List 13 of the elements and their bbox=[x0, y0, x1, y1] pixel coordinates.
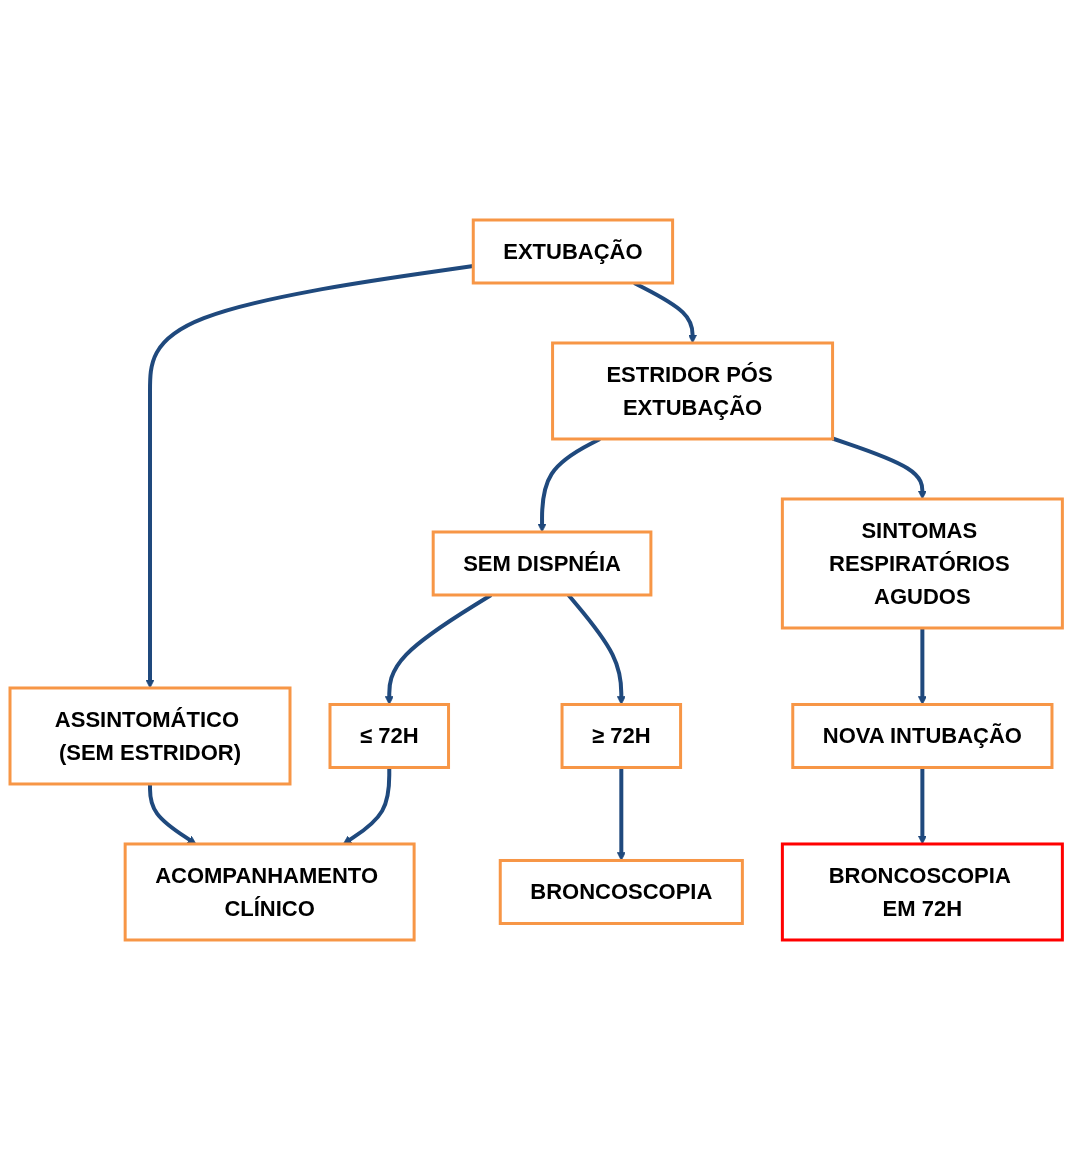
node-box: ACOMPANHAMENTO CLÍNICO bbox=[123, 842, 416, 942]
node-box: BRONCOSCOPIA bbox=[498, 859, 744, 925]
node-box: ESTRIDOR PÓS EXTUBAÇÃO bbox=[550, 341, 834, 441]
node-box: SINTOMAS RESPIRATÓRIOS AGUDOS bbox=[780, 497, 1064, 630]
node-box: BRONCOSCOPIA EM 72H bbox=[780, 842, 1064, 942]
node-box: EXTUBAÇÃO bbox=[471, 218, 674, 285]
arrow bbox=[616, 767, 626, 861]
node-box: ≥ 72H bbox=[560, 703, 682, 769]
arrow bbox=[917, 628, 927, 705]
node-box: ASSINTOMÁTICO (SEM ESTRIDOR) bbox=[8, 686, 292, 786]
node-box: SEM DISPNÉIA bbox=[431, 530, 653, 597]
node-box: ≤ 72H bbox=[328, 703, 450, 769]
node-box: NOVA INTUBAÇÃO bbox=[791, 703, 1054, 769]
